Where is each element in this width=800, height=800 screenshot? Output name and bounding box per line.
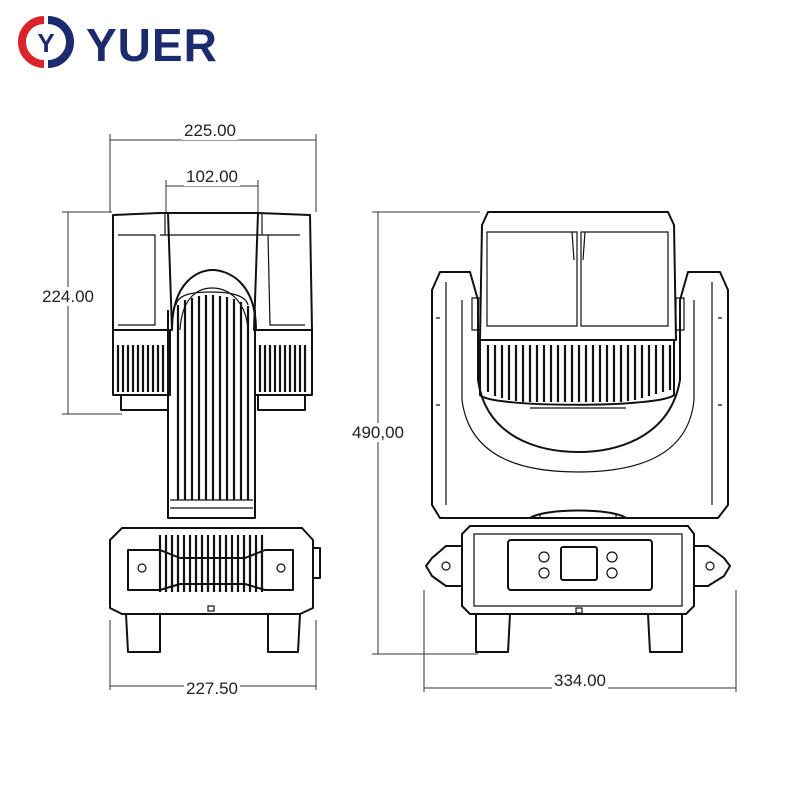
side-head-housing [479,211,677,341]
dim-label-bg [182,121,238,140]
side-view [425,211,731,653]
front-base [109,527,314,615]
side-handle-right [694,545,731,587]
logo-mark: Y [37,28,54,58]
dim-head-width: 102.00 [186,167,238,186]
logo-wordmark: YUER [86,19,218,71]
control-panel [507,539,653,591]
side-foot-right [647,613,683,653]
panel-button-icon [538,551,550,563]
logo-emblem-icon: Y [18,16,74,68]
panel-button-icon [606,551,618,563]
side-foot-left [475,613,511,653]
dim-total-height: 490,00 [352,423,404,442]
front-foot-right [267,613,301,653]
dim-side-width: 334.00 [554,671,606,690]
front-column [167,310,256,519]
front-head-left-lobe [112,212,173,331]
front-head-right-lobe [253,212,313,331]
front-yoke-arch [171,269,257,331]
dim-label-bg [184,679,240,698]
side-dimensions: 490,00 334.00 [350,211,737,692]
dim-label-bg [552,671,608,690]
lcd-screen [560,546,598,581]
dim-base-width: 227.50 [186,679,238,698]
dim-label-bg [350,423,406,442]
front-dimensions: 225.00 102.00 224.00 227.50 [40,121,317,698]
panel-button-icon [538,567,550,579]
front-foot-left [125,613,161,653]
dim-label-bg [40,287,96,306]
side-yoke [431,271,729,519]
panel-button-icon [606,567,618,579]
brand-logo: Y YUER [14,14,244,70]
dim-label-bg [184,167,240,186]
side-base [461,525,695,615]
side-handle-left [425,545,462,587]
dim-head-height: 224.00 [42,287,94,306]
front-column-fins [176,295,250,500]
dim-front-width: 225.00 [184,121,236,140]
front-view [109,212,321,653]
